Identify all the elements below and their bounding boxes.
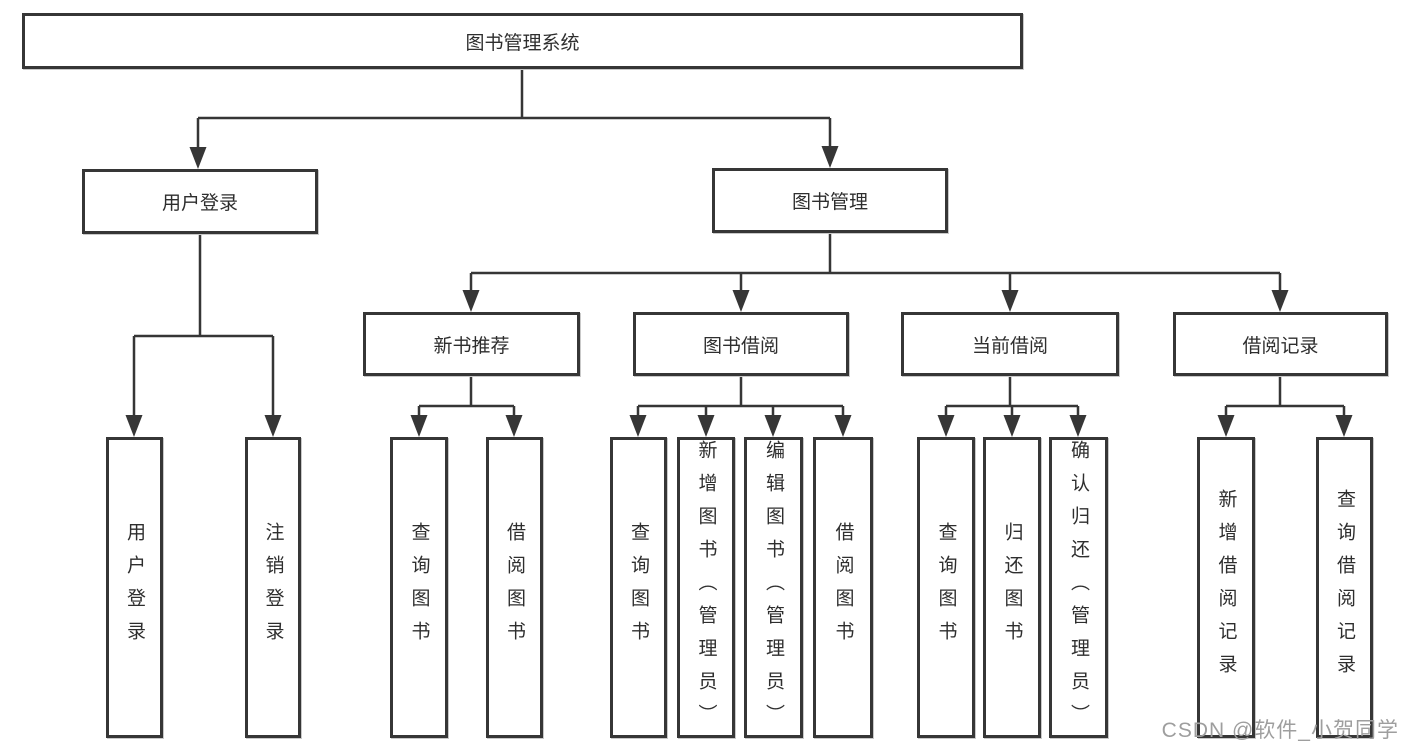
node-book-borrow: 图书借阅 bbox=[633, 312, 849, 376]
arrow-down-icon bbox=[264, 415, 282, 437]
connector-userlogin-to-leaves bbox=[132, 234, 275, 417]
node-root-system: 图书管理系统 bbox=[22, 13, 1023, 69]
connector-currentborrow-to-leaves bbox=[944, 376, 1080, 417]
leaf-current-query-books: 查询图书 bbox=[917, 437, 975, 738]
connector-bookmgmt-to-level3 bbox=[469, 233, 1282, 292]
arrowheads bbox=[125, 146, 1353, 437]
node-current-borrow: 当前借阅 bbox=[901, 312, 1119, 376]
arrow-down-icon bbox=[732, 290, 750, 312]
leaf-logout: 注销登录 bbox=[245, 437, 301, 738]
connector-lines bbox=[132, 69, 1346, 417]
leaf-borrow-query-books: 查询图书 bbox=[610, 437, 667, 738]
arrow-down-icon bbox=[821, 146, 839, 168]
connector-newbook-to-leaves bbox=[417, 376, 516, 417]
arrow-down-icon bbox=[834, 415, 852, 437]
arrow-down-icon bbox=[125, 415, 143, 437]
leaf-borrow-borrow-books: 借阅图书 bbox=[813, 437, 873, 738]
node-user-login: 用户登录 bbox=[82, 169, 318, 234]
arrow-down-icon bbox=[1271, 290, 1289, 312]
connector-records-to-leaves bbox=[1224, 376, 1346, 417]
arrow-down-icon bbox=[937, 415, 955, 437]
leaf-current-return-books: 归还图书 bbox=[983, 437, 1041, 738]
node-borrow-records: 借阅记录 bbox=[1173, 312, 1388, 376]
connector-bookborrow-to-leaves bbox=[636, 376, 845, 417]
leaf-user-login: 用户登录 bbox=[106, 437, 163, 738]
watermark: CSDN @软件_小贺同学 bbox=[1161, 719, 1399, 742]
arrow-down-icon bbox=[697, 415, 715, 437]
arrow-down-icon bbox=[189, 147, 207, 169]
leaf-newbook-query-books: 查询图书 bbox=[390, 437, 448, 738]
arrow-down-icon bbox=[505, 415, 523, 437]
leaf-newbook-borrow-books: 借阅图书 bbox=[486, 437, 543, 738]
arrow-down-icon bbox=[410, 415, 428, 437]
node-new-book-recommend: 新书推荐 bbox=[363, 312, 580, 376]
arrow-down-icon bbox=[1003, 415, 1021, 437]
leaf-borrow-edit-books-admin: 编辑图书（管理员） bbox=[744, 437, 803, 738]
leaf-borrow-add-books-admin: 新增图书（管理员） bbox=[677, 437, 735, 738]
arrow-down-icon bbox=[1069, 415, 1087, 437]
leaf-records-add-record: 新增借阅记录 bbox=[1197, 437, 1255, 738]
arrow-down-icon bbox=[1217, 415, 1235, 437]
arrow-down-icon bbox=[764, 415, 782, 437]
node-book-management: 图书管理 bbox=[712, 168, 948, 233]
leaf-current-confirm-return-admin: 确认归还（管理员） bbox=[1049, 437, 1108, 738]
leaf-records-query-record: 查询借阅记录 bbox=[1316, 437, 1373, 738]
arrow-down-icon bbox=[629, 415, 647, 437]
arrow-down-icon bbox=[1335, 415, 1353, 437]
arrow-down-icon bbox=[1001, 290, 1019, 312]
arrow-down-icon bbox=[462, 290, 480, 312]
connector-root-to-level2 bbox=[196, 69, 832, 149]
